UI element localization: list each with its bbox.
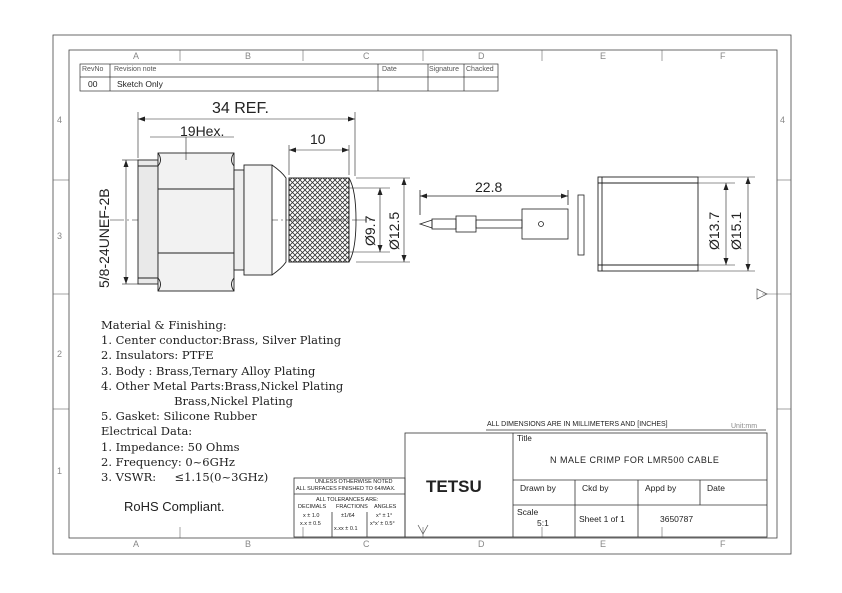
tol-c1r1: x ± 1.0 bbox=[303, 513, 320, 519]
tol-c3r1: x° ± 1° bbox=[376, 513, 393, 519]
note-line: 3. Body : Brass,Ternary Alloy Plating bbox=[101, 363, 316, 378]
grid-col-b: B bbox=[245, 51, 252, 61]
grid-row-2: 2 bbox=[57, 349, 63, 359]
dim-hex: 19Hex. bbox=[180, 123, 225, 139]
connector-arrows bbox=[123, 116, 407, 284]
note-line: Electrical Data: bbox=[101, 424, 193, 439]
scale-value: 5:1 bbox=[537, 518, 549, 528]
tol-line1: UNLESS OTHERWISE NOTED bbox=[315, 479, 393, 485]
ferrule-arrows bbox=[723, 177, 751, 271]
grid-col-a-bottom: A bbox=[133, 539, 140, 549]
rev-row-rev: 00 bbox=[88, 79, 98, 89]
tol-line3: ALL TOLERANCES ARE: bbox=[316, 497, 379, 503]
tol-c3r2: x°x' ± 0.5° bbox=[370, 521, 395, 527]
grid-row-4: 4 bbox=[57, 115, 63, 125]
dim-outer-diameter: Ø12.5 bbox=[386, 211, 402, 250]
dim-overall: 34 REF. bbox=[212, 100, 269, 117]
title-label: Title bbox=[517, 434, 532, 443]
rev-header-checked: Chacked bbox=[466, 66, 494, 73]
dim-knurl-length: 10 bbox=[310, 131, 326, 147]
tol-col2-head: FRACTIONS bbox=[336, 504, 368, 510]
grid-col-d-bottom: D bbox=[478, 539, 485, 549]
note-line: 5. Gasket: Silicone Rubber bbox=[101, 409, 257, 424]
grid-col-c: C bbox=[363, 51, 370, 61]
connector-body bbox=[110, 152, 372, 292]
grid-col-d: D bbox=[478, 51, 485, 61]
note-line: 3. VSWR: ≤1.15(0~3GHz) bbox=[101, 470, 269, 485]
pin-arrows bbox=[420, 193, 568, 199]
tol-c2r1: ±1/64 bbox=[341, 513, 355, 519]
ckd-by-label: Ckd by bbox=[582, 483, 609, 493]
grid-col-f: F bbox=[720, 51, 726, 61]
unit-label: Unit:mm bbox=[731, 423, 758, 430]
part-number: 3650787 bbox=[660, 514, 694, 524]
note-line: Material & Finishing: bbox=[101, 318, 227, 332]
outer-border bbox=[52, 34, 792, 555]
rev-header-rev: RevNo bbox=[82, 66, 104, 73]
ferrule-dimensions bbox=[698, 176, 755, 272]
crimp-ferrule bbox=[597, 176, 699, 272]
grid-col-b-bottom: B bbox=[245, 539, 252, 549]
tol-c2r2: x.xx ± 0.1 bbox=[334, 526, 358, 532]
grid-col-e-bottom: E bbox=[600, 539, 607, 549]
centering-arrow bbox=[756, 288, 768, 300]
tol-c1r2: x.x ± 0.5 bbox=[300, 521, 321, 527]
title-block bbox=[293, 429, 768, 538]
dim-ferrule-outer: Ø15.1 bbox=[728, 211, 744, 250]
grid-col-e: E bbox=[600, 51, 607, 61]
tol-line2: ALL SURFACES FINISHED TO 64/MAX. bbox=[296, 486, 396, 492]
note-line: 1. Center conductor:Brass, Silver Platin… bbox=[101, 333, 342, 348]
revision-block bbox=[79, 63, 499, 92]
tol-col1-head: DECIMALS bbox=[298, 504, 327, 510]
grid-row-4-right: 4 bbox=[780, 115, 786, 125]
note-line: 4. Other Metal Parts:Brass,Nickel Platin… bbox=[101, 378, 344, 393]
date-label: Date bbox=[707, 483, 725, 493]
center-pin bbox=[418, 190, 585, 256]
company-logo: TETSU bbox=[426, 477, 482, 496]
material-notes: Material & Finishing: 1. Center conducto… bbox=[101, 318, 343, 485]
grid-row-3: 3 bbox=[57, 231, 63, 241]
scale-label: Scale bbox=[517, 507, 539, 517]
note-line: 2. Insulators: PTFE bbox=[101, 348, 214, 363]
dim-thread: 5/8-24UNEF-2B bbox=[96, 188, 112, 288]
tol-col3-head: ANGLES bbox=[374, 504, 397, 510]
drawn-by-label: Drawn by bbox=[520, 483, 556, 493]
dim-pin-length: 22.8 bbox=[475, 179, 503, 195]
drawing-title: N MALE CRIMP FOR LMR500 CABLE bbox=[550, 455, 720, 465]
zone-ticks bbox=[53, 50, 791, 538]
rev-row-note: Sketch Only bbox=[117, 79, 163, 89]
rev-header-note: Revision note bbox=[114, 66, 157, 73]
grid-col-f-bottom: F bbox=[720, 539, 726, 549]
sheet-number: Sheet 1 of 1 bbox=[579, 514, 625, 524]
grid-row-1: 1 bbox=[57, 466, 63, 476]
rev-header-signature: Signature bbox=[429, 66, 459, 73]
centering-arrow-bottom bbox=[417, 524, 429, 535]
grid-col-a: A bbox=[133, 51, 140, 61]
units-note: ALL DIMENSIONS ARE IN MILLIMETERS AND [I… bbox=[487, 421, 668, 428]
note-line: 2. Frequency: 0~6GHz bbox=[101, 454, 235, 469]
note-line: Brass,Nickel Plating bbox=[101, 394, 294, 409]
appd-by-label: Appd by bbox=[645, 483, 677, 493]
connector-dimensions bbox=[122, 112, 410, 285]
rohs-note: RoHS Compliant. bbox=[124, 499, 225, 514]
dim-ferrule-inner: Ø13.7 bbox=[706, 211, 722, 250]
dim-inner-diameter: Ø9.7 bbox=[362, 215, 378, 246]
note-line: 1. Impedance: 50 Ohms bbox=[101, 439, 240, 454]
rev-header-date: Date bbox=[382, 66, 397, 73]
grid-col-c-bottom: C bbox=[363, 539, 370, 549]
